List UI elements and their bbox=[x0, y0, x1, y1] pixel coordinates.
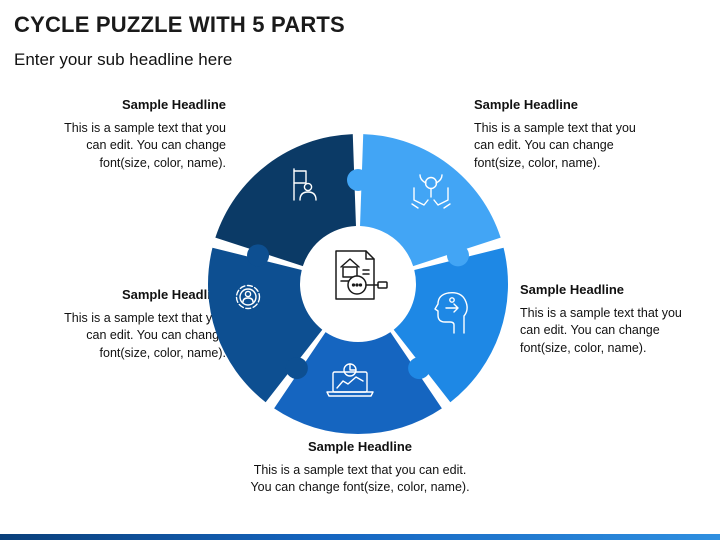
hands-growth-icon bbox=[411, 174, 451, 209]
page-title: CYCLE PUZZLE WITH 5 PARTS bbox=[14, 12, 345, 37]
body-bottom: This is a sample text that you can edit.… bbox=[250, 462, 470, 495]
body-left: This is a sample text that you can edit.… bbox=[64, 310, 226, 360]
knob-4-5 bbox=[285, 357, 308, 380]
laptop-chart-icon bbox=[326, 363, 374, 397]
body-top-right: This is a sample text that you can edit.… bbox=[474, 120, 636, 170]
headline-top-right: Sample Headline bbox=[474, 97, 579, 112]
page-subtitle: Enter your sub headline here bbox=[14, 50, 233, 69]
headline-left: Sample Headline bbox=[121, 287, 226, 302]
house-document-search-icon bbox=[335, 250, 388, 300]
body-top-left: This is a sample text that you can edit.… bbox=[64, 120, 226, 170]
knob-1-2 bbox=[347, 169, 369, 191]
puzzle-knobs bbox=[247, 169, 469, 380]
text-block-right: Sample Headline This is a sample text th… bbox=[520, 281, 716, 357]
knob-3-4 bbox=[408, 357, 431, 380]
body-right: This is a sample text that you can edit.… bbox=[520, 305, 682, 355]
flag-person-icon bbox=[293, 168, 317, 201]
text-block-top-left: Sample Headline This is a sample text th… bbox=[40, 96, 226, 172]
text-block-bottom: Sample Headline This is a sample text th… bbox=[220, 438, 500, 497]
head-brain-icon bbox=[434, 292, 468, 334]
headline-right: Sample Headline bbox=[520, 282, 625, 297]
headline-top-left: Sample Headline bbox=[121, 97, 226, 112]
puzzle-piece-4 bbox=[274, 332, 442, 434]
headline-bottom: Sample Headline bbox=[307, 439, 413, 454]
text-block-left: Sample Headline This is a sample text th… bbox=[10, 286, 226, 362]
puzzle-piece-2 bbox=[360, 134, 501, 267]
knob-5-1 bbox=[247, 244, 270, 267]
knob-2-3 bbox=[446, 244, 469, 267]
puzzle-piece-1 bbox=[215, 134, 356, 267]
gear-person-icon bbox=[235, 284, 261, 310]
text-block-top-right: Sample Headline This is a sample text th… bbox=[474, 96, 694, 172]
footer-bar bbox=[0, 534, 720, 540]
